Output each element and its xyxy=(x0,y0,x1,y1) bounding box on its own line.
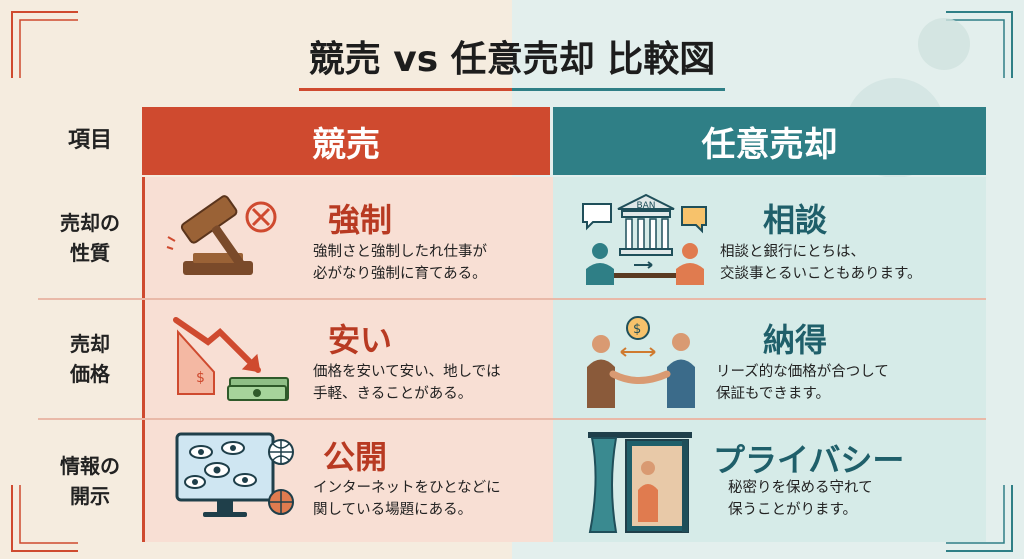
auction-nature-desc-line1: 強制さと強制したれ仕事が xyxy=(313,244,487,260)
corner-ornament-top-left xyxy=(11,11,78,78)
auction-nature-desc-line2: 必がなり強制に育てある。 xyxy=(313,266,487,282)
row-divider xyxy=(38,298,986,300)
row-label-line: 価格 xyxy=(70,362,110,386)
auction-price-heading: 安い xyxy=(328,321,393,359)
row-label-line: 売却 xyxy=(70,332,110,356)
row-label-nature: 売却の 性質 xyxy=(38,177,142,298)
svg-text:$: $ xyxy=(633,322,641,337)
voluntary-disclosure-desc-line2: 保うことがります。 xyxy=(728,502,858,518)
row-label-line: 開示 xyxy=(70,484,110,508)
row-label-disclosure: 情報の 開示 xyxy=(38,420,142,542)
handshake-icon: $ xyxy=(587,316,695,408)
page-title: 競売 vs 任意売却 比較図 xyxy=(298,30,726,91)
auction-nature-heading: 強制 xyxy=(328,201,393,239)
gavel-icon xyxy=(166,195,277,275)
corner-ornament-bottom-right xyxy=(946,485,1013,552)
auction-disclosure-heading: 公開 xyxy=(323,438,388,476)
eyes-monitor-icon xyxy=(175,432,294,517)
bank-meeting-icon: BAN xyxy=(582,193,707,285)
voluntary-price-heading: 納得 xyxy=(763,321,828,359)
row-divider xyxy=(38,418,986,420)
price-drop-icon: $ xyxy=(173,317,289,401)
svg-text:$: $ xyxy=(196,370,205,386)
bank-sign-text: BAN xyxy=(636,201,655,211)
voluntary-disclosure-heading: プライバシー xyxy=(713,441,905,479)
cell-auction-nature xyxy=(142,177,553,298)
corner-ornament-top-right xyxy=(946,11,1013,78)
auction-price-desc-line1: 価格を安いて安い、地しでは xyxy=(313,364,501,380)
header-auction: 競売 xyxy=(142,107,550,175)
voluntary-price-desc-line1: リーズ的な価格が合つして xyxy=(716,364,889,380)
row-label-line: 売却の xyxy=(60,210,120,235)
voluntary-nature-desc-line1: 相談と銀行にとちは、 xyxy=(720,244,865,260)
voluntary-disclosure-desc-line1: 秘密りを保める守れて xyxy=(728,480,873,496)
auction-disclosure-desc-line1: インターネットをひとなどに xyxy=(313,480,501,496)
voluntary-nature-desc-line2: 交談事とるいこともあります。 xyxy=(720,266,922,282)
header-item-label: 項目 xyxy=(67,128,112,153)
curtain-privacy-icon xyxy=(588,432,692,533)
comparison-table: 項目 競売 任意売却 売却の 性質 売却 価格 情報の 開示 強制 強制さと強制… xyxy=(38,107,986,542)
auction-price-desc-line2: 手軽、きることがある。 xyxy=(313,386,473,402)
row-label-line: 性質 xyxy=(70,240,110,265)
voluntary-nature-heading: 相談 xyxy=(763,201,828,239)
row-label-line: 情報の xyxy=(60,454,120,478)
decor-circle-small xyxy=(918,18,970,70)
auction-disclosure-desc-line2: 関している場題にある。 xyxy=(313,502,473,518)
voluntary-price-desc-line2: 保証もできます。 xyxy=(716,386,830,402)
cell-auction-price xyxy=(142,300,553,418)
cell-voluntary-price xyxy=(553,300,986,418)
corner-ornament-bottom-left xyxy=(11,485,78,552)
row-label-price: 売却 価格 xyxy=(38,300,142,418)
header-voluntary-sale: 任意売却 xyxy=(553,107,986,175)
